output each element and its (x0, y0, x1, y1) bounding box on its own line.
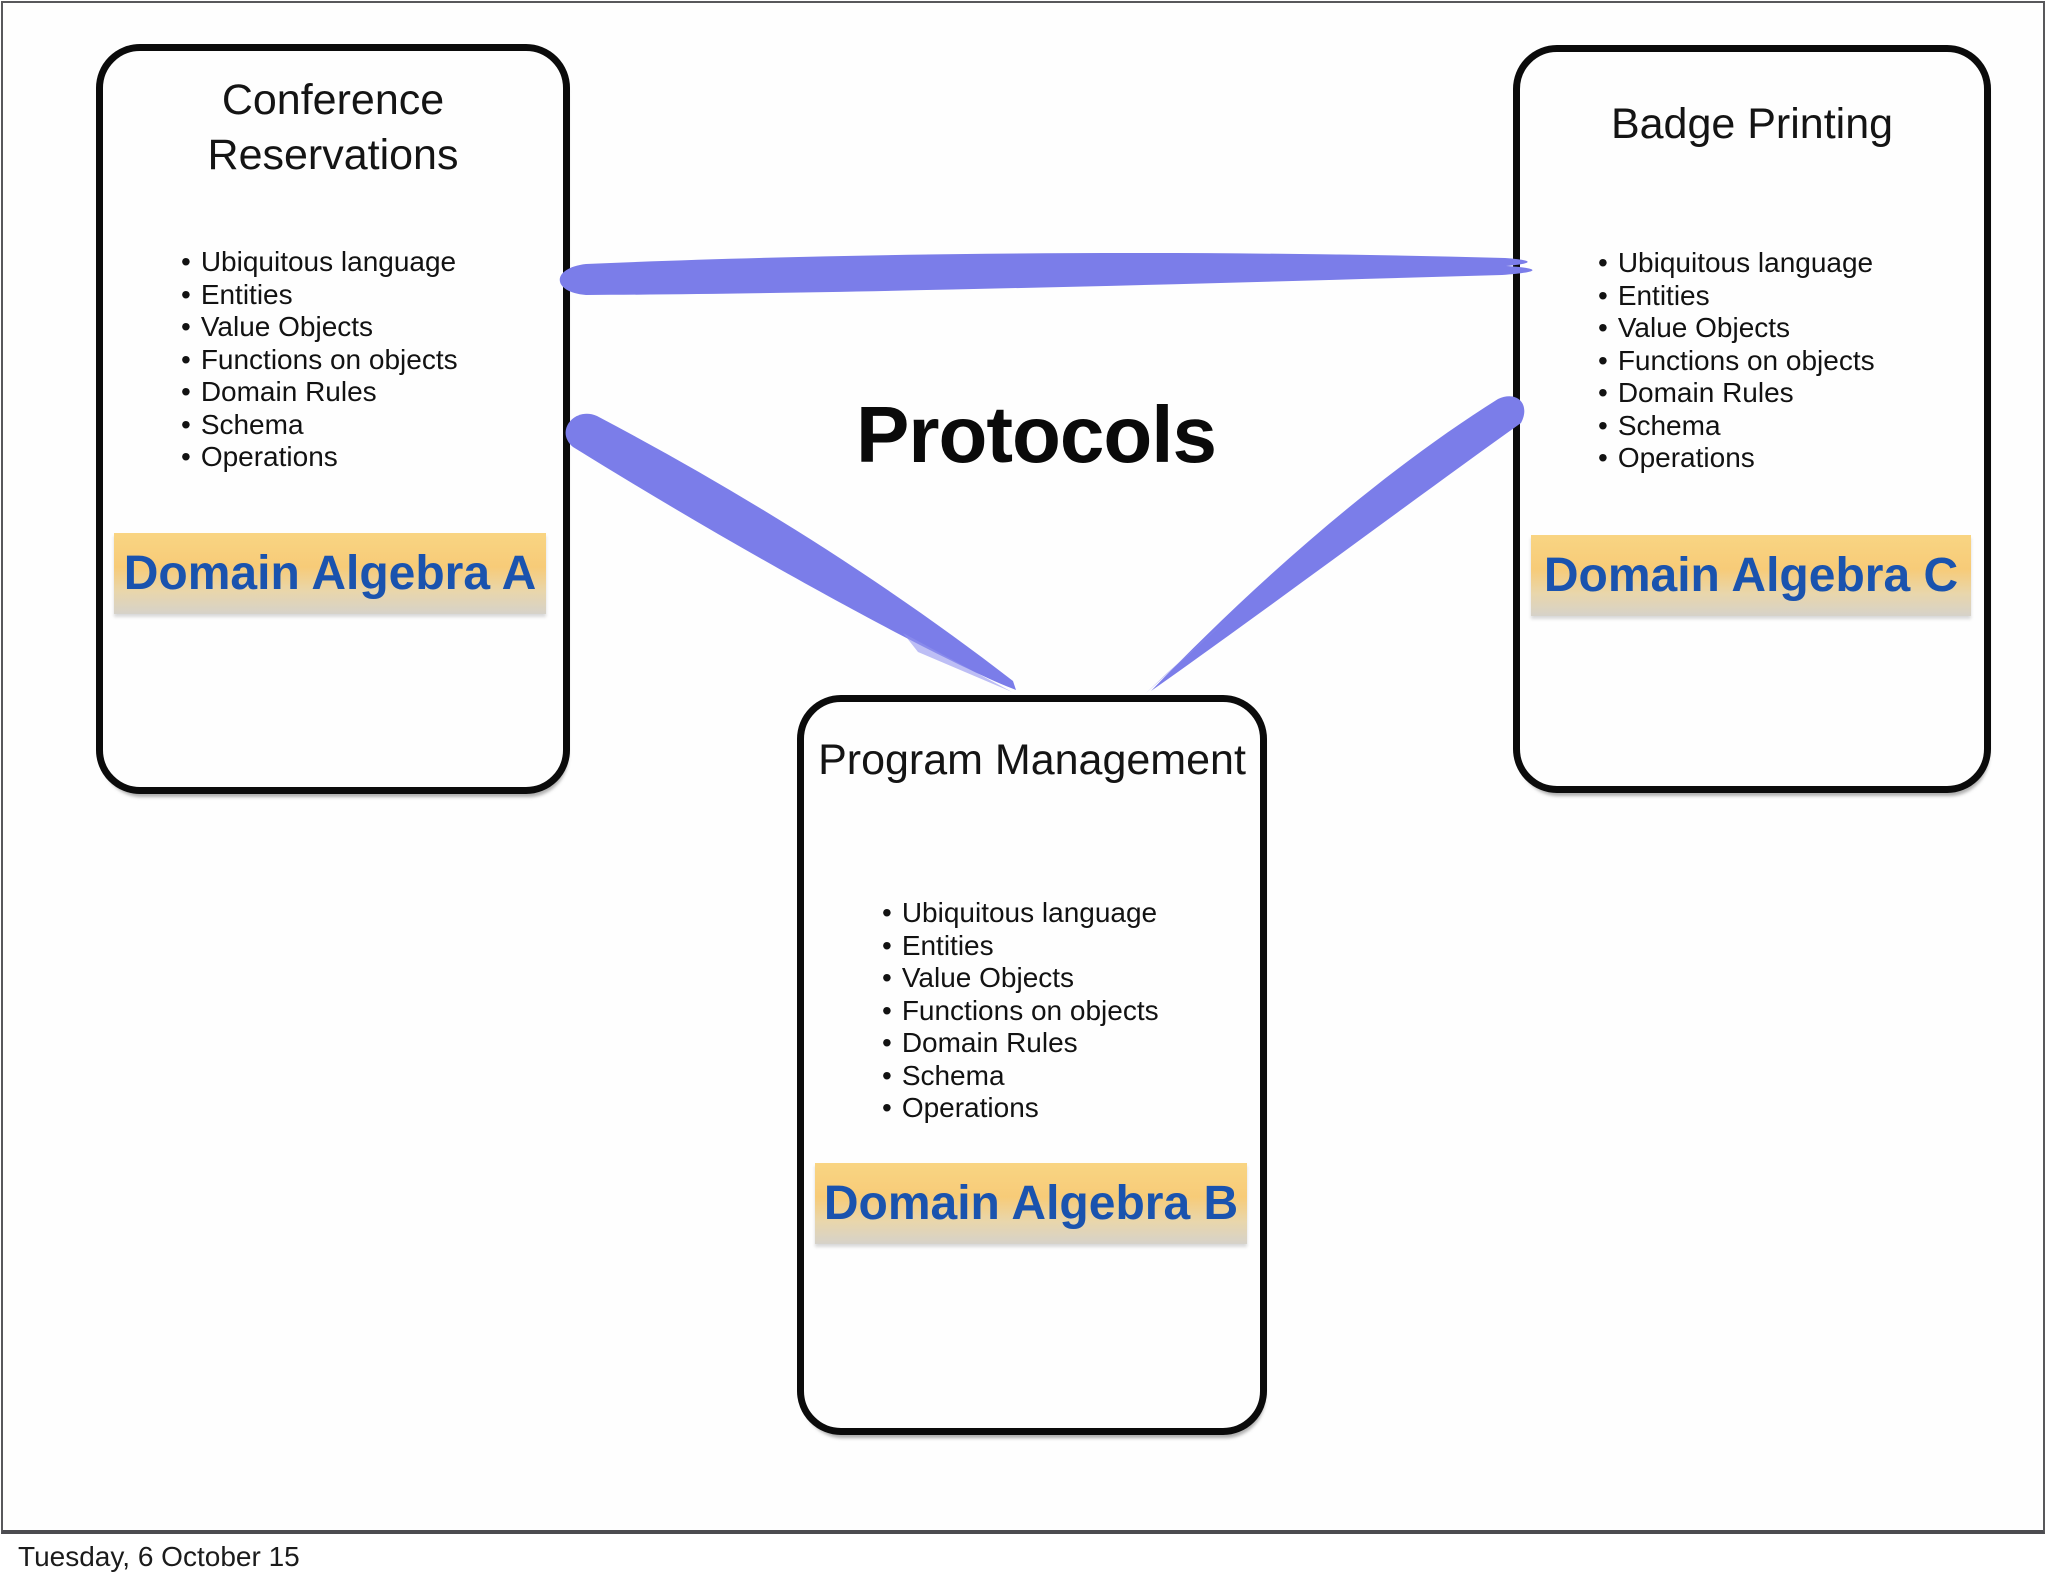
bullet-item: Domain Rules (1598, 377, 1976, 410)
algebra-label-b: Domain Algebra B (815, 1163, 1247, 1244)
bullet-item: Schema (882, 1060, 1252, 1093)
bullet-list-program-management: Ubiquitous languageEntitiesValue Objects… (882, 897, 1252, 1125)
bullet-item: Entities (882, 930, 1252, 963)
bullet-item: Value Objects (181, 311, 555, 344)
bullet-item: Schema (1598, 410, 1976, 443)
bullet-item: Functions on objects (1598, 345, 1976, 378)
bullet-item: Operations (882, 1092, 1252, 1125)
bullet-item: Functions on objects (882, 995, 1252, 1028)
box-title-program-management: Program Management (818, 736, 1246, 784)
bullet-item: Operations (181, 441, 555, 474)
bullet-item: Operations (1598, 442, 1976, 475)
box-title-badge-printing: Badge Printing (1610, 100, 1894, 148)
bullet-item: Value Objects (1598, 312, 1976, 345)
box-title-conference-reservations: Conference Reservations (207, 76, 459, 179)
algebra-label-a: Domain Algebra A (114, 533, 546, 614)
box-badge-printing: Badge Printing Ubiquitous languageEntiti… (1513, 45, 1991, 793)
bullet-item: Functions on objects (181, 344, 555, 377)
footer-date: Tuesday, 6 October 15 (18, 1541, 300, 1572)
bullet-item: Value Objects (882, 962, 1252, 995)
bullet-item: Entities (1598, 280, 1976, 313)
bullet-item: Entities (181, 279, 555, 312)
bullet-item: Domain Rules (882, 1027, 1252, 1060)
algebra-label-c: Domain Algebra C (1531, 535, 1971, 616)
bullet-item: Domain Rules (181, 376, 555, 409)
bullet-item: Ubiquitous language (1598, 247, 1976, 280)
bullet-item: Ubiquitous language (882, 897, 1252, 930)
bullet-list-badge-printing: Ubiquitous languageEntitiesValue Objects… (1598, 247, 1976, 475)
protocols-heading: Protocols (856, 390, 1217, 479)
bullet-item: Schema (181, 409, 555, 442)
box-conference-reservations: Conference Reservations Ubiquitous langu… (96, 44, 570, 794)
bullet-list-conference-reservations: Ubiquitous languageEntitiesValue Objects… (181, 246, 555, 474)
bullet-item: Ubiquitous language (181, 246, 555, 279)
box-program-management: Program Management Ubiquitous languageEn… (797, 695, 1267, 1435)
